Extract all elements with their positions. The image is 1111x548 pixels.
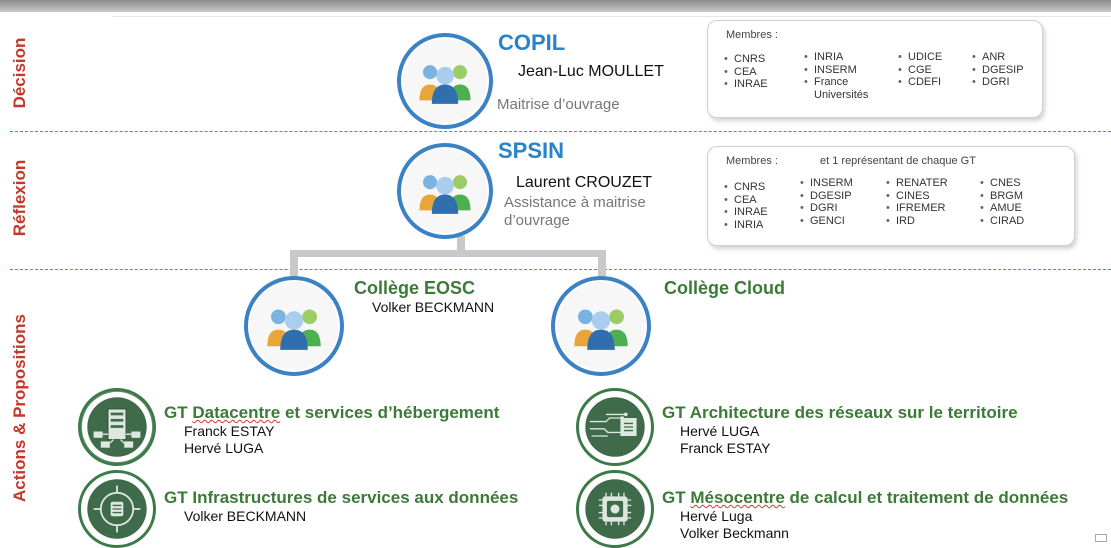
member-item: BRGM bbox=[980, 190, 1024, 203]
spsin-person: Laurent CROUZET bbox=[516, 174, 653, 191]
gt-infrastructures-circle bbox=[78, 470, 156, 548]
separator-decision-reflexion bbox=[10, 131, 1111, 132]
top-line bbox=[112, 16, 1111, 17]
gt-mesocentre-circle bbox=[576, 470, 654, 548]
member-item: IFREMER bbox=[886, 202, 948, 215]
gt-datacentre-title-underlined: Datacentre bbox=[192, 403, 281, 422]
copil-circle bbox=[397, 33, 493, 129]
member-item: CEA bbox=[724, 194, 768, 207]
college-cloud-circle bbox=[551, 276, 651, 376]
gt-architecture-prefix: GT bbox=[662, 403, 686, 422]
server-icon bbox=[81, 391, 153, 463]
gt-datacentre-title: GT Datacentre et services d’hébergement bbox=[164, 403, 499, 423]
gt-architecture-title-rest: Architecture des réseaux sur le territoi… bbox=[689, 403, 1018, 422]
spsin-members-col-1: CNRS CEA INRAE INRIA bbox=[724, 181, 768, 231]
member-item: DGRI bbox=[800, 202, 853, 215]
member-item: DGESIP bbox=[800, 190, 853, 203]
gt-mesocentre-prefix: GT bbox=[662, 488, 686, 507]
copil-title: COPIL bbox=[498, 30, 566, 55]
member-item: IRD bbox=[886, 215, 948, 228]
college-eosc-circle bbox=[244, 276, 344, 376]
connector-right-drop bbox=[598, 250, 606, 276]
member-item: INRAE bbox=[724, 78, 768, 91]
gt-architecture-person-1: Hervé LUGA bbox=[680, 423, 760, 439]
spsin-members-note: et 1 représentant de chaque GT bbox=[820, 155, 976, 167]
band-label-reflexion: Réflexion bbox=[10, 159, 29, 237]
spsin-members-col-3: RENATER CINES IFREMER IRD bbox=[886, 177, 948, 227]
member-item: CGE bbox=[898, 64, 942, 77]
member-item: INRIA bbox=[724, 219, 768, 232]
copil-members-heading: Membres : bbox=[726, 29, 778, 41]
college-eosc-person: Volker BECKMANN bbox=[372, 299, 495, 315]
spsin-members-col-4: CNES BRGM AMUE CIRAD bbox=[980, 177, 1024, 227]
copil-person: Jean-Luc MOULLET bbox=[518, 63, 664, 80]
copil-members-col-4: ANR DGESIP DGRI bbox=[972, 51, 1024, 89]
member-item: CEA bbox=[724, 66, 768, 79]
gt-architecture-title: GT Architecture des réseaux sur le terri… bbox=[662, 403, 1018, 423]
spsin-role: Assistance à maitrise d’ouvrage bbox=[504, 194, 646, 229]
gt-architecture-circle bbox=[576, 388, 654, 466]
member-item: CINES bbox=[886, 190, 948, 203]
spsin-members-box: Membres : et 1 représentant de chaque GT… bbox=[707, 146, 1075, 246]
member-item: CNRS bbox=[724, 53, 768, 66]
people-group-icon bbox=[249, 281, 339, 371]
member-item: RENATER bbox=[886, 177, 948, 190]
gt-mesocentre-person-2: Volker Beckmann bbox=[680, 525, 789, 541]
chip-icon bbox=[579, 473, 651, 545]
member-item: ANR bbox=[972, 51, 1024, 64]
separator-reflexion-actions bbox=[10, 269, 1111, 270]
member-item: INSERM bbox=[804, 64, 876, 77]
gt-datacentre-person-2: Hervé LUGA bbox=[184, 440, 264, 456]
gt-datacentre-circle bbox=[78, 388, 156, 466]
member-item: DGRI bbox=[972, 76, 1024, 89]
gt-datacentre-prefix: GT bbox=[164, 403, 188, 422]
member-item: INSERM bbox=[800, 177, 853, 190]
top-shadow-bar bbox=[0, 0, 1111, 12]
copil-members-col-2: INRIA INSERM France Universités bbox=[804, 51, 876, 101]
band-label-decision: Décision bbox=[10, 37, 29, 109]
connector-left-drop bbox=[290, 250, 298, 276]
data-services-icon bbox=[81, 473, 153, 545]
member-item: INRAE bbox=[724, 206, 768, 219]
band-label-actions: Actions & Propositions bbox=[10, 314, 29, 502]
gt-datacentre-title-rest: et services d’hébergement bbox=[280, 403, 500, 422]
gt-infrastructures-prefix: GT bbox=[164, 488, 188, 507]
gt-datacentre-person-1: Franck ESTAY bbox=[184, 423, 275, 439]
connector-vertical bbox=[457, 236, 465, 256]
gt-mesocentre-title: GT Mésocentre de calcul et traitement de… bbox=[662, 488, 1068, 508]
college-eosc-title: Collège EOSC bbox=[354, 278, 476, 298]
spsin-title: SPSIN bbox=[498, 138, 565, 163]
people-group-icon bbox=[402, 38, 488, 124]
gt-infrastructures-person-1: Volker BECKMANN bbox=[184, 508, 307, 524]
connector-horizontal bbox=[290, 250, 606, 257]
gt-mesocentre-person-1: Hervé Luga bbox=[680, 508, 753, 524]
gt-architecture-person-2: Franck ESTAY bbox=[680, 440, 771, 456]
gt-infrastructures-title: GT Infrastructures de services aux donné… bbox=[164, 488, 518, 508]
spsin-circle bbox=[397, 143, 493, 239]
member-item: CNRS bbox=[724, 181, 768, 194]
member-item: CIRAD bbox=[980, 215, 1024, 228]
gt-infrastructures-title-rest: Infrastructures de services aux données bbox=[192, 488, 519, 507]
people-group-icon bbox=[556, 281, 646, 371]
gt-mesocentre-title-underlined: Mésocentre bbox=[690, 488, 785, 507]
member-item: GENCI bbox=[800, 215, 853, 228]
member-item: CNES bbox=[980, 177, 1024, 190]
copil-role: Maitrise d’ouvrage bbox=[497, 96, 620, 113]
gt-mesocentre-title-rest: de calcul et traitement de données bbox=[784, 488, 1069, 507]
member-item: CDEFI bbox=[898, 76, 942, 89]
copil-members-col-3: UDICE CGE CDEFI bbox=[898, 51, 942, 89]
network-circuit-icon bbox=[579, 391, 651, 463]
slide-corner-marker bbox=[1095, 534, 1107, 542]
spsin-members-col-2: INSERM DGESIP DGRI GENCI bbox=[800, 177, 853, 227]
spsin-members-heading: Membres : bbox=[726, 155, 778, 167]
copil-members-box: Membres : CNRS CEA INRAE INRIA INSERM Fr… bbox=[707, 20, 1043, 118]
member-item: DGESIP bbox=[972, 64, 1024, 77]
member-item: INRIA bbox=[804, 51, 876, 64]
member-item: France Universités bbox=[804, 76, 876, 101]
college-cloud-title: Collège Cloud bbox=[664, 278, 785, 298]
member-item: AMUE bbox=[980, 202, 1024, 215]
member-item: UDICE bbox=[898, 51, 942, 64]
people-group-icon bbox=[402, 148, 488, 234]
copil-members-col-1: CNRS CEA INRAE bbox=[724, 53, 768, 91]
